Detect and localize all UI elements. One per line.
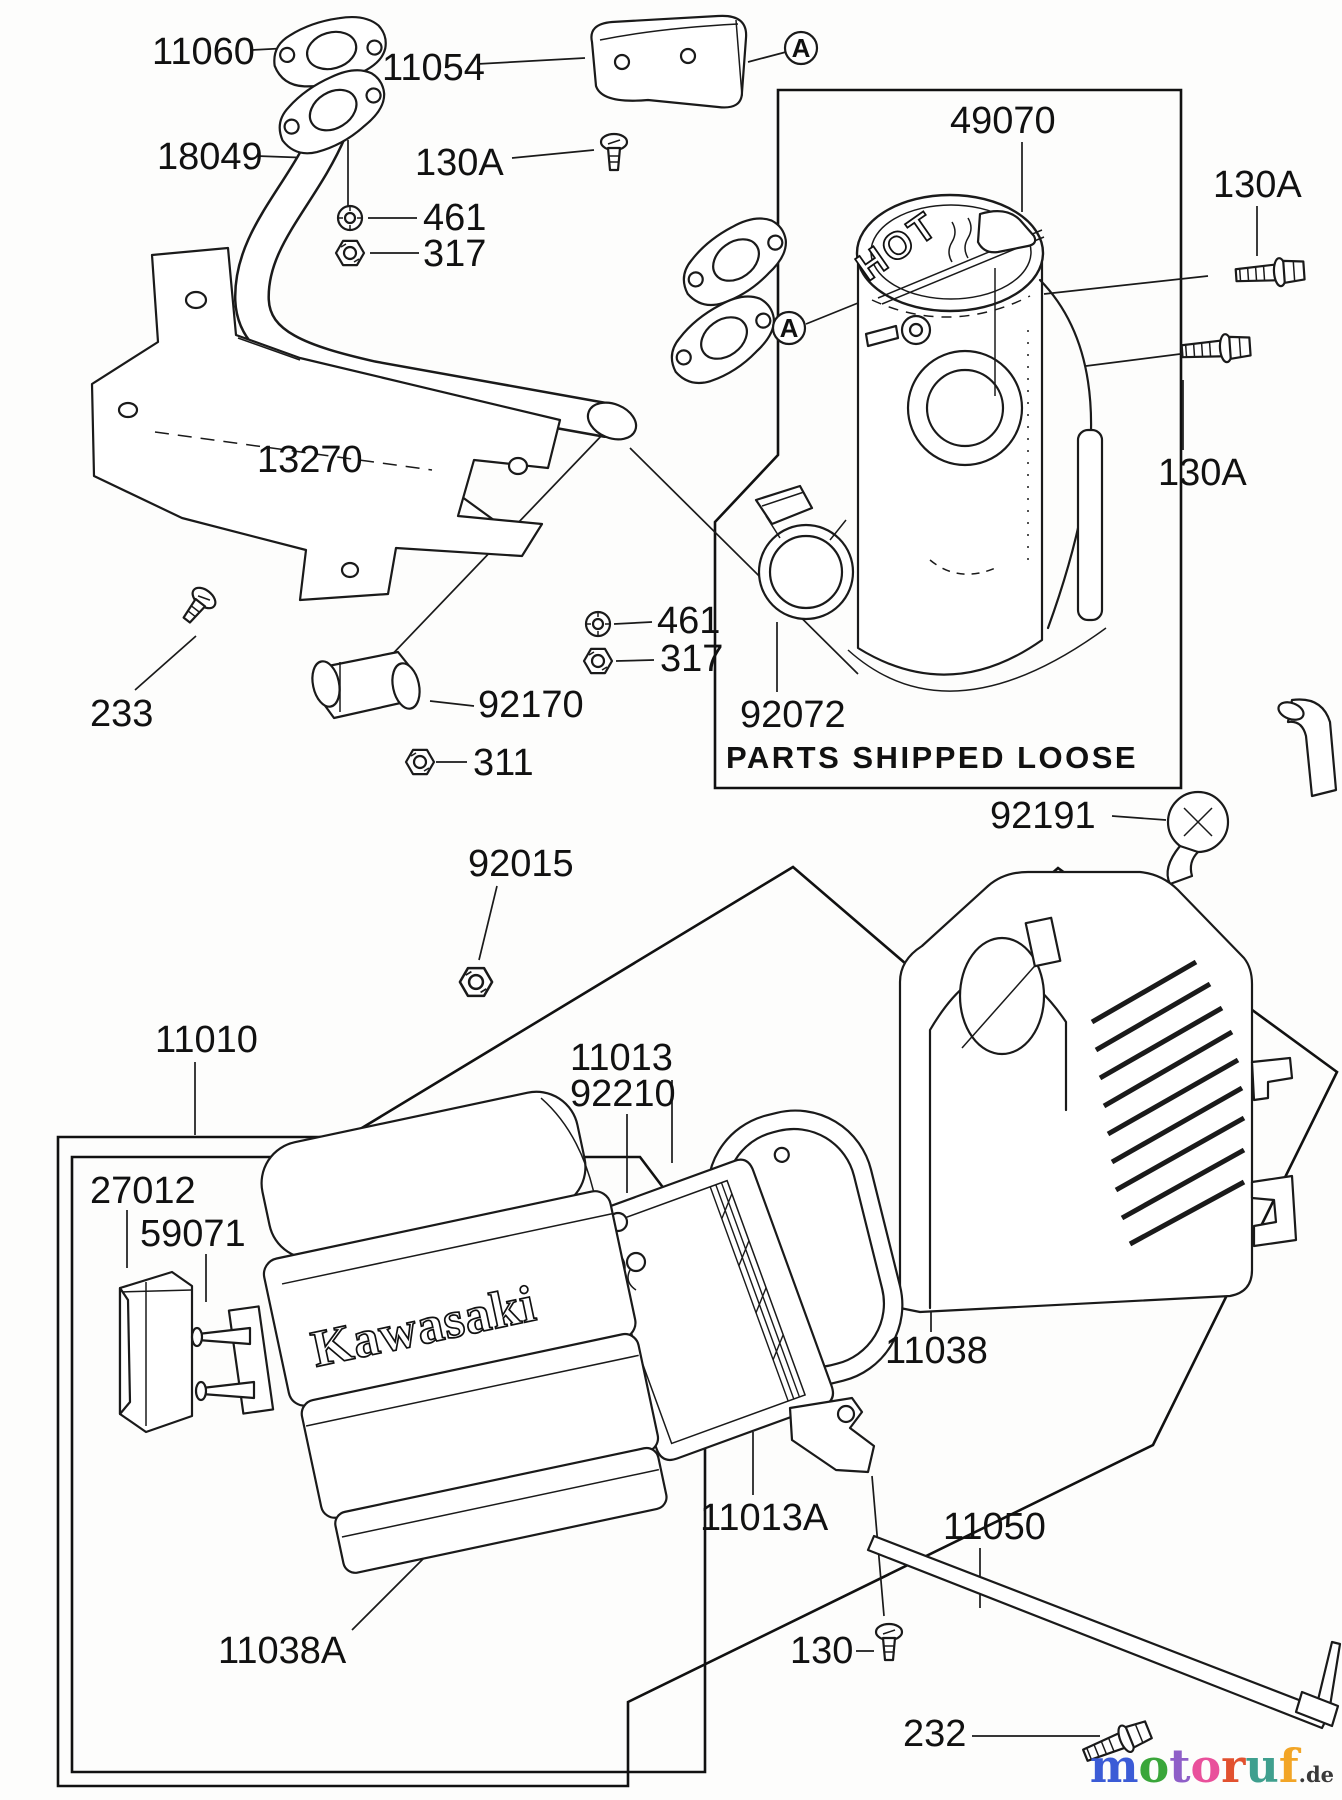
callout-92170: 92170 — [478, 684, 584, 726]
callout-92191: 92191 — [990, 795, 1096, 837]
callout-11013: 11013 — [570, 1037, 673, 1079]
watermark-letter: m — [1089, 1739, 1139, 1793]
leader-lines — [126, 47, 1258, 1737]
view-marker-a-muffler: A — [771, 310, 807, 346]
breather-elbow — [1277, 698, 1338, 798]
hot-warning-icon — [877, 209, 1045, 305]
nut-311 — [404, 748, 436, 776]
callout-59071: 59071 — [140, 1213, 246, 1255]
screw-233 — [175, 582, 221, 630]
watermark-letter: o — [1138, 1739, 1170, 1793]
bolt-130a-top — [599, 132, 629, 172]
shipped-loose-caption: PARTS SHIPPED LOOSE — [726, 740, 1138, 775]
callout-18049: 18049 — [157, 136, 263, 178]
callout-461-mid: 461 — [657, 600, 720, 642]
hex-nut-317-top — [334, 239, 366, 267]
view-marker-a-muffler-label: A — [780, 313, 799, 343]
callout-461-top: 461 — [423, 197, 486, 239]
watermark-letter: u — [1245, 1739, 1279, 1793]
callout-11054: 11054 — [382, 47, 485, 89]
muffler-49070: HOT — [847, 193, 1107, 692]
nut-92015 — [458, 966, 494, 998]
watermark-logo: motoruf.de — [1090, 1743, 1334, 1798]
callout-11038a: 11038A — [218, 1630, 347, 1672]
callout-92210: 92210 — [570, 1073, 676, 1115]
air-cleaner-outer-box — [56, 865, 1339, 1788]
callout-11013a: 11013A — [700, 1497, 829, 1539]
keps-nut-461-mid — [584, 610, 612, 638]
keps-nut-461-top — [336, 204, 364, 232]
watermark-letter: t — [1169, 1739, 1191, 1793]
parts-shipped-loose-box — [713, 88, 1183, 790]
callout-49070: 49070 — [950, 100, 1056, 142]
bolt-130a-lower — [1180, 331, 1253, 367]
callout-130a-right-lower: 130A — [1158, 452, 1247, 494]
callout-130a-top: 130A — [415, 142, 504, 184]
bolt-130a-upper — [1234, 255, 1307, 291]
pipe-cushion-92170 — [311, 650, 421, 720]
watermark-letter: o — [1190, 1739, 1222, 1793]
backplate-11038 — [898, 870, 1298, 1314]
callout-233: 233 — [90, 693, 153, 735]
view-marker-a-top-label: A — [792, 33, 811, 63]
callout-13270: 13270 — [257, 439, 363, 481]
watermark-suffix: .de — [1298, 1762, 1334, 1787]
callout-317-mid: 317 — [660, 638, 723, 680]
callout-11050: 11050 — [943, 1506, 1046, 1548]
callout-27012: 27012 — [90, 1170, 196, 1212]
cover-11038a: Kawasaki — [260, 1090, 668, 1574]
callout-11010: 11010 — [155, 1019, 258, 1061]
callout-11038: 11038 — [885, 1330, 988, 1372]
holder-27012 — [118, 1270, 194, 1434]
callout-92015: 92015 — [468, 843, 574, 885]
pins-59071 — [190, 1305, 275, 1415]
callout-311: 311 — [473, 742, 534, 784]
callout-317-top: 317 — [423, 233, 486, 275]
muffler-clamp-92072 — [754, 484, 855, 621]
watermark-letter: f — [1278, 1739, 1299, 1793]
breather-tube-11050 — [788, 1396, 1342, 1730]
callout-232: 232 — [903, 1713, 966, 1755]
view-marker-a-top: A — [783, 30, 819, 66]
callout-11060: 11060 — [152, 31, 255, 73]
bolt-130-bottom — [874, 1622, 904, 1662]
callout-92072: 92072 — [740, 694, 846, 736]
hex-nut-317-mid — [582, 647, 614, 675]
watermark-letter: r — [1221, 1739, 1246, 1793]
grommet-92191 — [1166, 790, 1230, 886]
callout-labels: 11060 11054 18049 130A 461 317 49070 130… — [90, 31, 1302, 1755]
heat-shield-11054 — [590, 14, 748, 109]
callout-130a-right-upper: 130A — [1213, 164, 1302, 206]
callout-130: 130 — [790, 1630, 853, 1672]
bracket-13270 — [90, 246, 562, 602]
